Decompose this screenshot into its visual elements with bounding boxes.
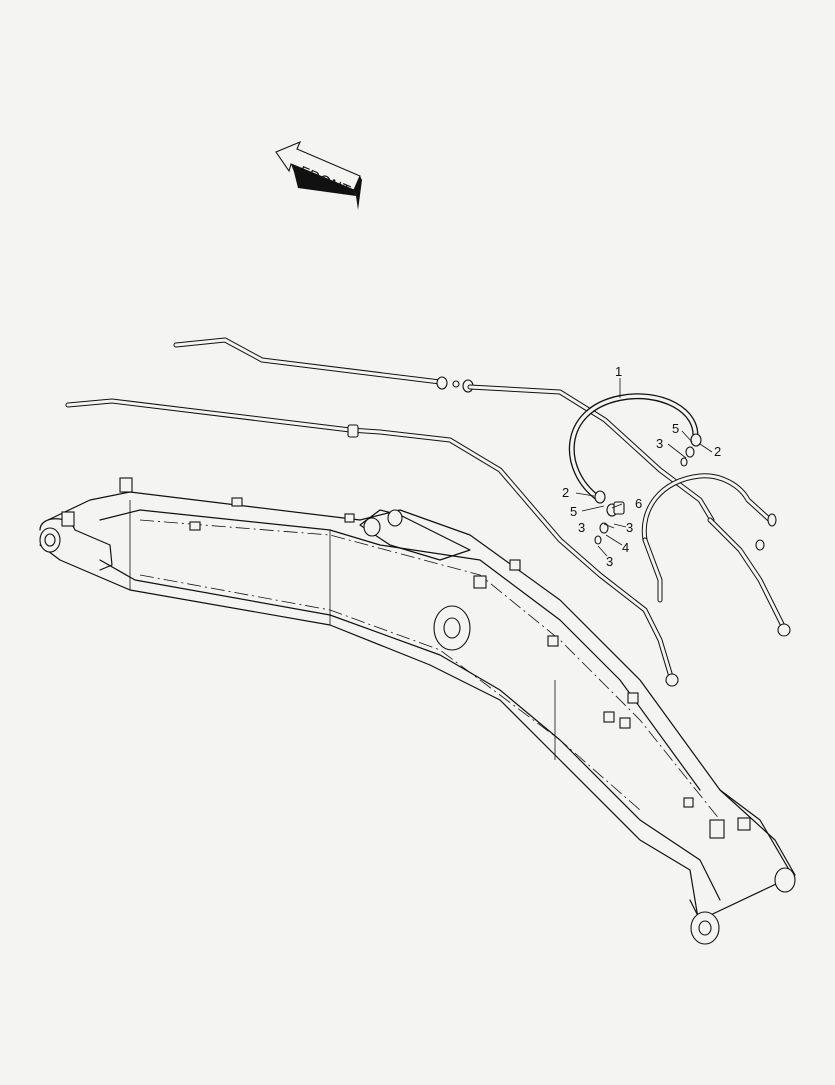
callout-3-low: 3 <box>606 554 613 569</box>
callout-5-right: 5 <box>672 421 679 436</box>
fittings <box>594 433 702 545</box>
callout-3-right: 3 <box>656 436 663 451</box>
upper-pipe <box>173 337 715 523</box>
leader-lines <box>575 378 713 557</box>
front-arrow: FRONT <box>275 140 362 210</box>
callout-3-mid: 3 <box>626 520 633 535</box>
callout-5-left: 5 <box>570 504 577 519</box>
lower-pipe <box>65 398 679 687</box>
boom <box>39 477 796 945</box>
callout-2-left: 2 <box>562 485 569 500</box>
callout-3-left: 3 <box>578 520 585 535</box>
callout-4: 4 <box>622 540 629 555</box>
callout-1: 1 <box>615 364 622 379</box>
callout-6: 6 <box>635 496 642 511</box>
hose-assembly <box>568 393 699 501</box>
right-pipes <box>641 473 791 637</box>
callouts: 1 2 2 3 3 3 3 4 5 5 6 <box>562 364 721 569</box>
callout-2-right: 2 <box>714 444 721 459</box>
